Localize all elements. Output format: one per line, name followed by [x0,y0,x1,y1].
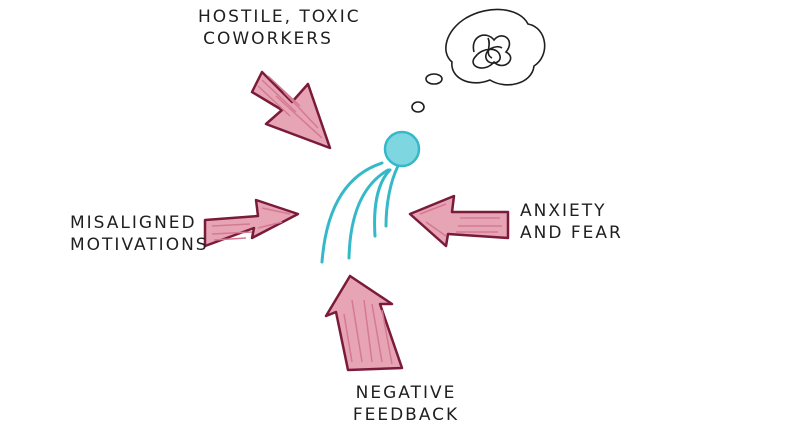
label-anxiety-and-fear: ANXIETY AND FEAR [520,200,623,244]
label-line: MOTIVATIONS [70,235,209,255]
label-line: ANXIETY [520,201,607,221]
thought-bubble [411,8,546,113]
label-line: FEEDBACK [352,405,460,425]
slumped-person-figure [320,130,421,264]
head-icon [383,130,421,168]
label-line: MISALIGNED [70,213,197,233]
arrow-misaligned-motivations [203,198,300,248]
label-line: NEGATIVE [355,383,457,403]
label-line: HOSTILE, TOXIC [198,7,361,27]
label-misaligned-motivations: MISALIGNED MOTIVATIONS [70,212,209,256]
arrow-anxiety-and-fear [408,194,510,248]
label-hostile-coworkers: HOSTILE, TOXIC COWORKERS [198,6,361,50]
arrow-hostile-coworkers [250,70,332,150]
label-line: AND FEAR [520,223,623,243]
tangled-thoughts-icon [472,34,512,69]
label-line: COWORKERS [203,29,333,49]
arrow-negative-feedback [324,274,404,372]
label-negative-feedback: NEGATIVE FEEDBACK [336,382,476,426]
